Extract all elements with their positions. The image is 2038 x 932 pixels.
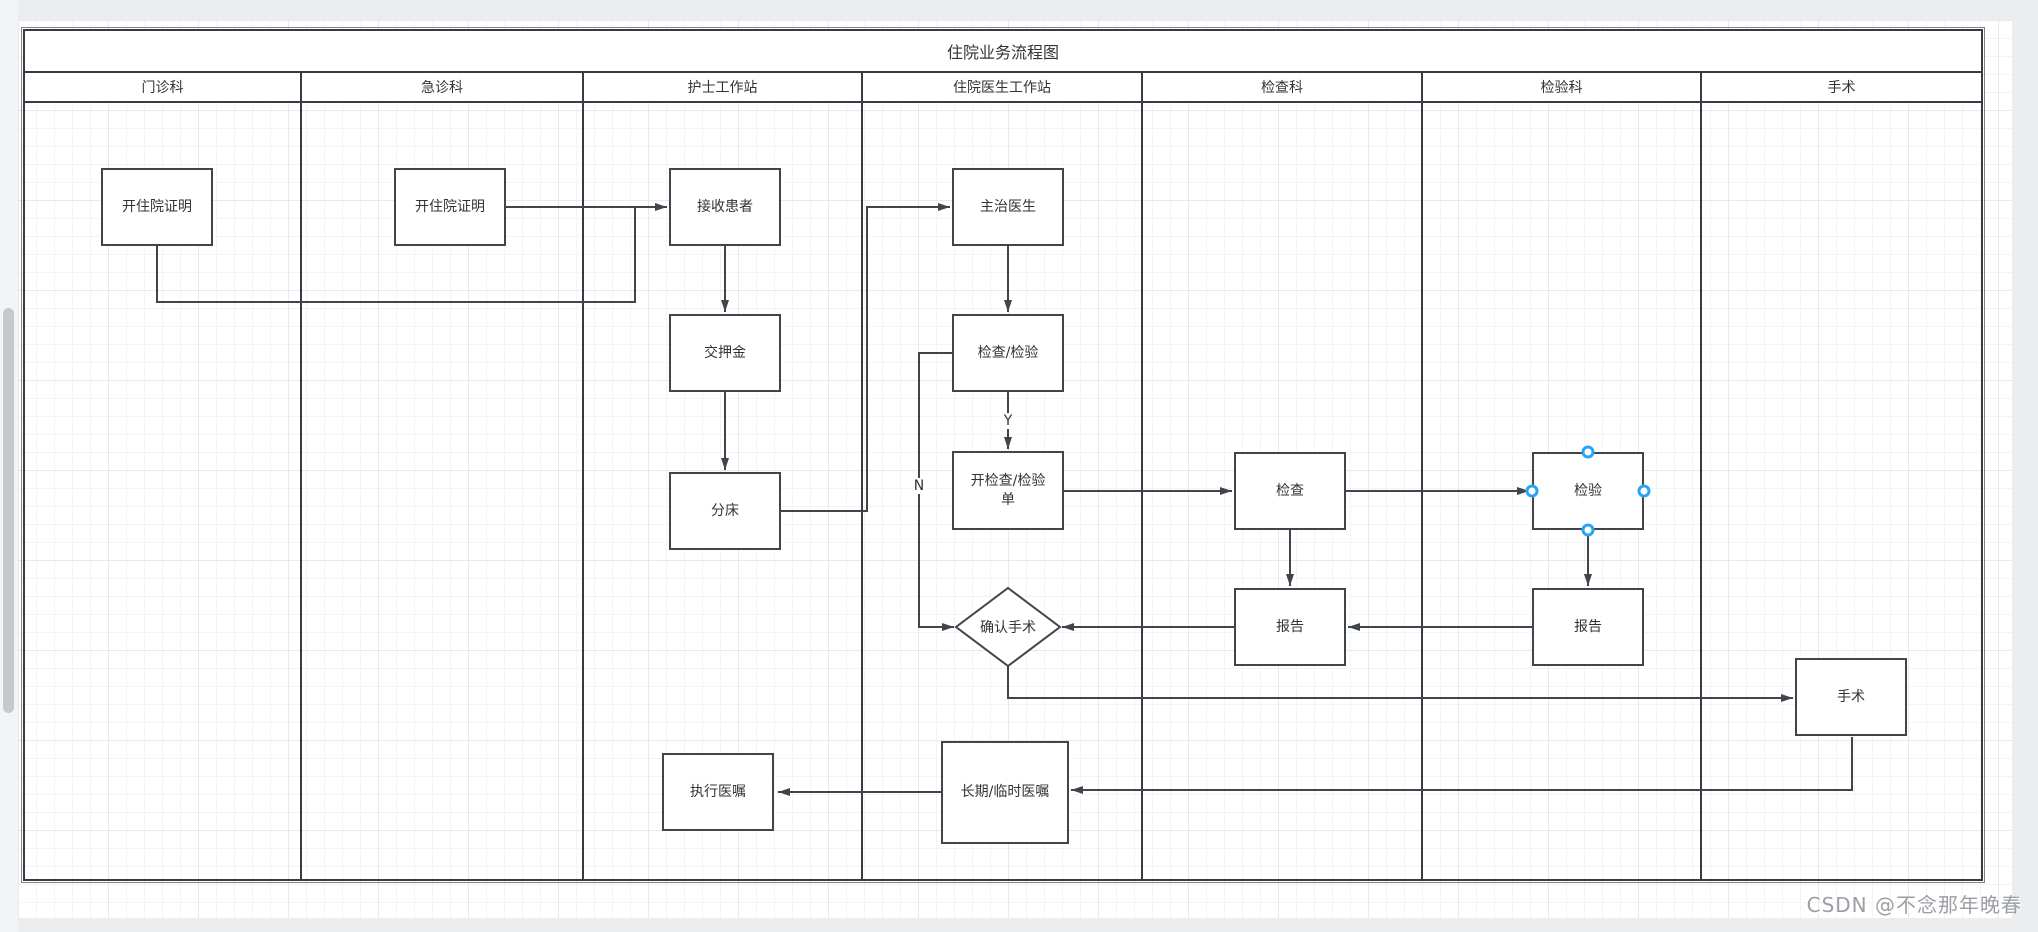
lane-header-lab-dept[interactable]: 检验科 bbox=[1423, 73, 1702, 101]
pool-title[interactable]: 住院业务流程图 bbox=[25, 31, 1981, 73]
node-execute-orders[interactable]: 执行医嘱 bbox=[662, 753, 774, 831]
lane-header-emergency[interactable]: 急诊科 bbox=[302, 73, 584, 101]
selection-handle-top[interactable] bbox=[1581, 445, 1595, 459]
node-attending-doctor[interactable]: 主治医生 bbox=[952, 168, 1064, 246]
node-lab-test[interactable]: 检验 bbox=[1532, 452, 1644, 530]
lane-header-exam-dept[interactable]: 检查科 bbox=[1143, 73, 1423, 101]
node-lab-report[interactable]: 报告 bbox=[1532, 588, 1644, 666]
node-surgery[interactable]: 手术 bbox=[1795, 658, 1907, 736]
edge-label-no: N bbox=[910, 478, 928, 494]
node-exam-report[interactable]: 报告 bbox=[1234, 588, 1346, 666]
node-pay-deposit[interactable]: 交押金 bbox=[669, 314, 781, 392]
node-exam[interactable]: 检查 bbox=[1234, 452, 1346, 530]
edge-label-yes: Y bbox=[1000, 413, 1016, 429]
node-receive-patient[interactable]: 接收患者 bbox=[669, 168, 781, 246]
pool-title-label: 住院业务流程图 bbox=[946, 43, 1059, 62]
node-exam-or-test[interactable]: 检查/检验 bbox=[952, 314, 1064, 392]
selection-handle-right[interactable] bbox=[1637, 484, 1651, 498]
lane-outpatient[interactable] bbox=[25, 103, 302, 879]
lane-header-nurse-station[interactable]: 护士工作站 bbox=[584, 73, 863, 101]
lane-header-surgery[interactable]: 手术 bbox=[1827, 80, 1856, 96]
watermark: CSDN @不念那年晚春 bbox=[1806, 893, 2022, 917]
vertical-scrollbar-thumb[interactable] bbox=[3, 308, 14, 713]
lane-header-outpatient[interactable]: 门诊科 bbox=[25, 73, 302, 101]
node-assign-bed[interactable]: 分床 bbox=[669, 472, 781, 550]
node-confirm-surgery[interactable]: 确认手术 bbox=[980, 620, 1036, 636]
node-outpatient-cert[interactable]: 开住院证明 bbox=[101, 168, 213, 246]
node-order-exam-test[interactable]: 开检查/检验 单 bbox=[952, 451, 1064, 530]
node-long-term-orders[interactable]: 长期/临时医嘱 bbox=[941, 741, 1069, 844]
selection-handle-bottom[interactable] bbox=[1581, 523, 1595, 537]
selection-handle-left[interactable] bbox=[1525, 484, 1539, 498]
lane-lab-dept[interactable] bbox=[1423, 103, 1702, 879]
lane-header-row: 门诊科 急诊科 护士工作站 住院医生工作站 检查科 检验科 手术 bbox=[25, 73, 1981, 103]
lane-header-inpatient-doctor-station[interactable]: 住院医生工作站 bbox=[863, 73, 1143, 101]
vertical-scrollbar-track[interactable] bbox=[0, 0, 18, 932]
lane-emergency[interactable] bbox=[302, 103, 584, 879]
lane-surgery[interactable] bbox=[1702, 103, 1981, 879]
node-emergency-cert[interactable]: 开住院证明 bbox=[394, 168, 506, 246]
